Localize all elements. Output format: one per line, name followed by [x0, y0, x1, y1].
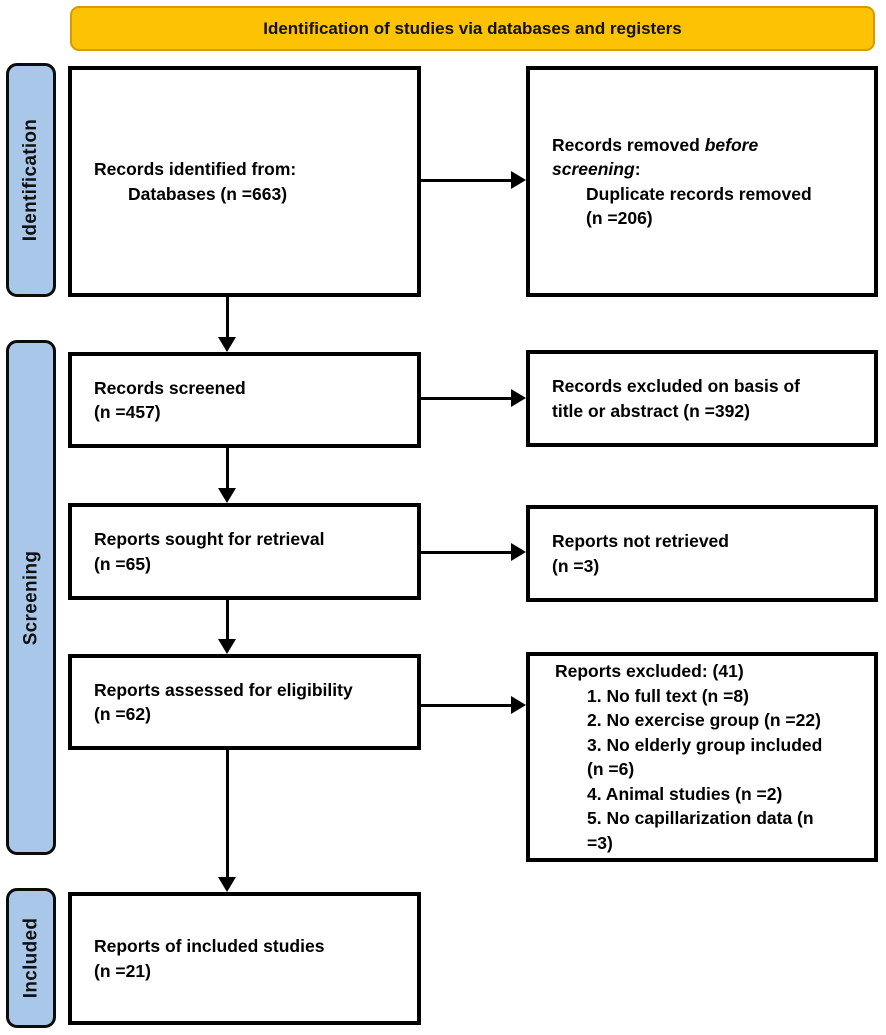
box-reports-excluded: Reports excluded: (41) 1. No full text (…	[526, 652, 878, 862]
box-text-line: 1. No full text (n =8)	[587, 685, 749, 706]
box-text-line: Records excluded on basis of	[552, 376, 800, 396]
arrow-head-down	[218, 488, 236, 503]
box-text-line: 3. No elderly group included	[587, 734, 823, 755]
arrow-head-down	[218, 639, 236, 654]
box-text-line: (n =65)	[94, 553, 151, 574]
diagram-title: Identification of studies via databases …	[263, 18, 682, 38]
box-records-removed: Records removed before screening: Duplic…	[526, 66, 878, 297]
box-text-segment: :	[634, 159, 641, 179]
arrow-head-down	[218, 877, 236, 892]
stage-bar-screening: Screening	[6, 340, 56, 855]
arrow-head-right	[511, 389, 526, 407]
arrow-line	[226, 297, 229, 338]
arrow-line	[226, 750, 229, 878]
box-text-line: 4. Animal studies (n =2)	[587, 783, 783, 804]
box-text-line: Duplicate records removed	[586, 183, 812, 204]
box-text-line: =3)	[587, 832, 613, 853]
box-text-line: (n =6)	[587, 759, 635, 779]
box-reports-assessed: Reports assessed for eligibility (n =62)	[68, 654, 421, 750]
box-reports-included: Reports of included studies (n =21)	[68, 892, 421, 1025]
stage-label-screening: Screening	[20, 550, 42, 645]
box-text-line: Records removed before	[552, 133, 868, 158]
box-text-line: (n =21)	[94, 960, 151, 981]
box-text-line: 5. No capillarization data (n	[587, 808, 814, 828]
stage-label-identification: Identification	[20, 118, 42, 242]
box-text-line: (n =62)	[94, 704, 151, 724]
box-reports-sought: Reports sought for retrieval (n =65)	[68, 503, 421, 600]
box-records-screened: Records screened (n =457)	[68, 352, 421, 448]
box-records-identified: Records identified from: Databases (n =6…	[68, 66, 421, 297]
box-text-line: title or abstract (n =392)	[552, 400, 750, 421]
box-text-line: (n =457)	[94, 402, 161, 422]
box-reports-not-retrieved: Reports not retrieved (n =3)	[526, 505, 878, 602]
box-records-excluded: Records excluded on basis of title or ab…	[526, 350, 878, 447]
box-text-line: Databases (n =663)	[128, 183, 288, 204]
arrow-screened-to-excluded	[421, 389, 526, 407]
arrow-sought-to-assessed	[218, 600, 236, 654]
arrow-head-right	[511, 543, 526, 561]
box-text-line: Reports of included studies	[94, 936, 325, 956]
arrow-head-right	[511, 696, 526, 714]
arrow-assessed-to-reports-excluded	[421, 696, 526, 714]
arrow-line	[421, 704, 513, 707]
stage-label-included: Included	[20, 917, 42, 999]
arrow-identified-to-screened	[218, 297, 236, 352]
box-text-line: Reports excluded: (41)	[555, 661, 744, 681]
box-text-segment: Records removed	[552, 134, 705, 155]
arrow-assessed-to-included	[218, 750, 236, 892]
box-text-line: Records screened	[94, 377, 246, 398]
arrow-line	[421, 551, 513, 554]
arrow-line	[421, 179, 513, 182]
box-text-line: Records identified from:	[94, 159, 297, 179]
box-text-segment-italic: screening	[552, 159, 635, 179]
box-text-line: (n =206)	[586, 208, 653, 228]
arrow-sought-to-not-retrieved	[421, 543, 526, 561]
box-text-line: Reports not retrieved	[552, 531, 729, 551]
box-text-line: (n =3)	[552, 555, 600, 576]
arrow-head-right	[511, 171, 526, 189]
arrow-identified-to-removed	[421, 171, 526, 189]
arrow-line	[226, 448, 229, 489]
arrow-head-down	[218, 337, 236, 352]
box-text-line: 2. No exercise group (n =22)	[587, 710, 821, 730]
box-text-segment-italic: before	[704, 134, 759, 155]
arrow-line	[421, 397, 513, 400]
stage-bar-included: Included	[6, 888, 56, 1028]
diagram-title-banner: Identification of studies via databases …	[70, 6, 875, 51]
box-text-line: screening:	[552, 157, 868, 182]
box-text-line: Reports assessed for eligibility	[94, 679, 353, 700]
arrow-line	[226, 600, 229, 640]
arrow-screened-to-sought	[218, 448, 236, 503]
box-text-line: Reports sought for retrieval	[94, 529, 325, 549]
stage-bar-identification: Identification	[6, 63, 56, 297]
